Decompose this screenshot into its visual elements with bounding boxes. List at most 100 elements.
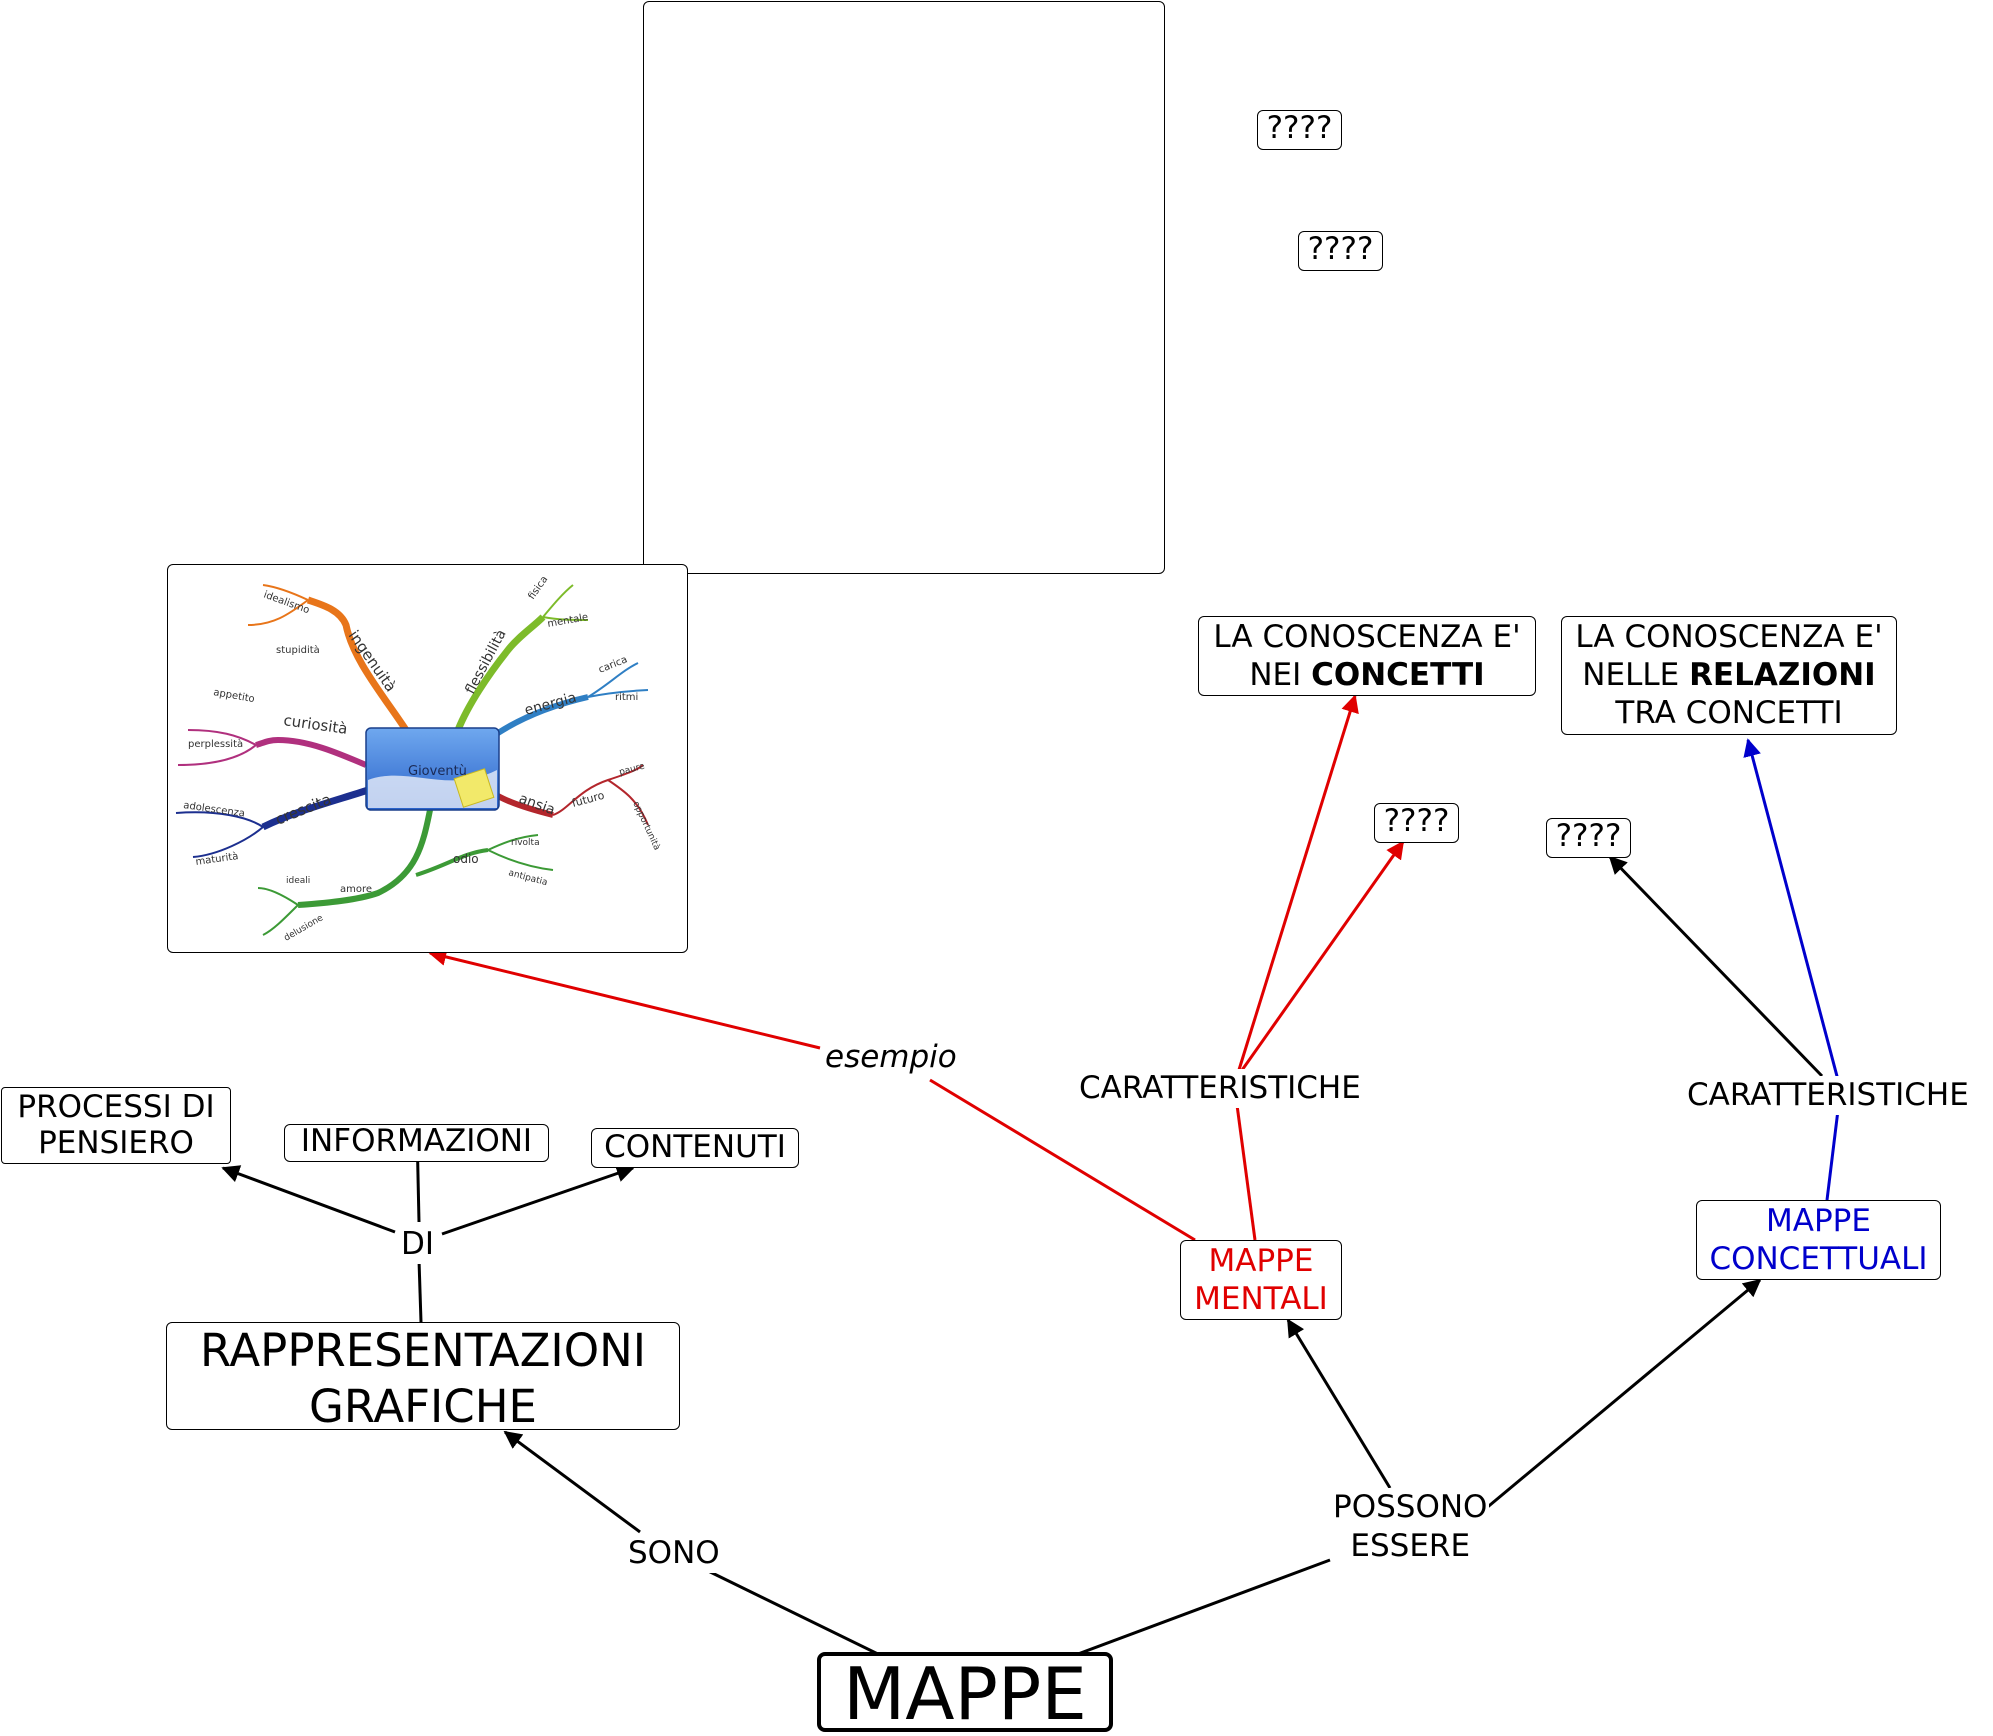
link-label-sono: SONO bbox=[626, 1534, 722, 1573]
node-mappe-mentali-line1: MAPPE bbox=[1208, 1243, 1314, 1279]
mindmap-illustration: Gioventù ingenuità idealismo stupidità c… bbox=[175, 574, 662, 944]
node-unknown-3-label: ???? bbox=[1383, 803, 1450, 839]
link-esempio-image bbox=[428, 948, 821, 1050]
mindmap-example-image: Gioventù ingenuità idealismo stupidità c… bbox=[167, 564, 688, 953]
link-caratteristiche-conoscenza-relazioni bbox=[1743, 738, 1840, 1081]
mindmap-label-crescita: crescita bbox=[273, 790, 334, 829]
link-caratteristiche-conoscenza-concetti bbox=[1236, 694, 1359, 1074]
node-conoscenza-relazioni-line1: LA CONOSCENZA E' bbox=[1575, 619, 1883, 655]
link-rappresentazioni-di bbox=[417, 1259, 423, 1323]
branch-energia-sub bbox=[587, 662, 649, 698]
node-unknown-1[interactable]: ???? bbox=[1257, 110, 1342, 150]
node-conoscenza-relazioni-bold: RELAZIONI bbox=[1689, 657, 1876, 693]
node-rappresentazioni-line2: GRAFICHE bbox=[309, 1380, 537, 1433]
branch-ingenuita bbox=[306, 596, 409, 732]
mindmap-label-amore: amore bbox=[340, 884, 372, 895]
link-mentali-caratteristiche bbox=[1235, 1104, 1257, 1241]
mindmap-label-antipatia: antipatia bbox=[507, 868, 548, 888]
node-unknown-4-label: ???? bbox=[1555, 818, 1622, 854]
node-processi-line1: PROCESSI DI bbox=[17, 1089, 215, 1125]
link-possono-concettuali bbox=[1477, 1278, 1762, 1517]
node-conoscenza-relazioni-pre: NELLE bbox=[1582, 657, 1690, 693]
link-label-caratteristiche-mentali: CARATTERISTICHE bbox=[1077, 1069, 1363, 1108]
branch-curiosita bbox=[255, 736, 368, 768]
node-contenuti[interactable]: CONTENUTI bbox=[591, 1128, 799, 1168]
mindmap-center-label: Gioventù bbox=[408, 764, 467, 779]
mindmap-label-ritmi: ritmi bbox=[615, 692, 638, 703]
node-unknown-2-label: ???? bbox=[1307, 231, 1374, 267]
branch-amore-sub bbox=[257, 887, 299, 936]
link-di-contenuti bbox=[441, 1164, 635, 1236]
branch-flessibilita bbox=[454, 614, 546, 732]
mindmap-label-appetito: appetito bbox=[212, 687, 255, 705]
node-unknown-4[interactable]: ???? bbox=[1546, 818, 1631, 858]
node-unknown-2[interactable]: ???? bbox=[1298, 231, 1383, 271]
branch-odio-sub bbox=[487, 834, 554, 871]
mindmap-label-fisica: fisica bbox=[526, 574, 550, 602]
node-mappe-label: MAPPE bbox=[843, 1652, 1087, 1736]
mindmap-label-maturita: maturità bbox=[195, 850, 239, 868]
node-mappe[interactable]: MAPPE bbox=[817, 1652, 1113, 1732]
link-label-di: DI bbox=[399, 1225, 437, 1264]
node-conoscenza-concetti-bold: CONCETTI bbox=[1311, 657, 1485, 693]
mindmap-label-odio: odio bbox=[453, 852, 479, 866]
mindmap-label-rivolta: rivolta bbox=[511, 838, 540, 848]
node-processi-di-pensiero[interactable]: PROCESSI DI PENSIERO bbox=[1, 1087, 231, 1164]
node-informazioni-label: INFORMAZIONI bbox=[300, 1123, 533, 1159]
node-conoscenza-relazioni-line2: NELLE RELAZIONI bbox=[1562, 656, 1896, 694]
mindmap-label-idealismo: idealismo bbox=[262, 589, 311, 616]
link-mappe-possono bbox=[1077, 1558, 1331, 1656]
branch-ingenuita-sub bbox=[247, 584, 309, 626]
node-mappe-mentali-line2: MENTALI bbox=[1194, 1281, 1328, 1317]
link-di-processi bbox=[221, 1165, 396, 1234]
branch-odio bbox=[415, 848, 489, 877]
node-contenuti-label: CONTENUTI bbox=[604, 1129, 786, 1165]
branch-energia bbox=[496, 694, 589, 736]
node-mappe-concettuali-line2: CONCETTUALI bbox=[1709, 1241, 1928, 1277]
branch-crescita bbox=[261, 786, 370, 831]
mindmap-label-opportunita: opportunità bbox=[630, 800, 661, 852]
node-unknown-1-label: ???? bbox=[1266, 110, 1333, 146]
branch-curiosita-sub bbox=[177, 729, 257, 766]
node-conoscenza-concetti-pre: NEI bbox=[1249, 657, 1312, 693]
node-rappresentazioni-line1: RAPPRESENTAZIONI bbox=[199, 1324, 647, 1377]
node-mappe-concettuali[interactable]: MAPPE CONCETTUALI bbox=[1696, 1200, 1941, 1280]
branch-ansia-sub bbox=[552, 764, 649, 826]
node-processi-line2: PENSIERO bbox=[38, 1125, 194, 1161]
node-conoscenza-relazioni[interactable]: LA CONOSCENZA E' NELLE RELAZIONI TRA CON… bbox=[1561, 616, 1897, 735]
node-conoscenza-concetti-line2: NEI CONCETTI bbox=[1199, 656, 1535, 694]
branch-amore bbox=[297, 809, 433, 908]
link-concettuali-caratteristiche bbox=[1825, 1109, 1840, 1201]
node-mappe-concettuali-line1: MAPPE bbox=[1766, 1203, 1871, 1239]
link-mappe-sono bbox=[699, 1565, 881, 1657]
link-caratteristiche-unknown4 bbox=[1608, 855, 1824, 1078]
link-sono-rappresentazioni bbox=[503, 1430, 641, 1534]
mindmap-label-mentale: mentale bbox=[547, 612, 590, 630]
mindmap-label-ideali: ideali bbox=[286, 876, 310, 886]
node-rappresentazioni-grafiche[interactable]: RAPPRESENTAZIONI GRAFICHE bbox=[166, 1322, 680, 1433]
link-label-caratteristiche-concettuali: CARATTERISTICHE bbox=[1685, 1076, 1971, 1115]
link-label-esempio: esempio bbox=[823, 1038, 959, 1077]
empty-image-frame bbox=[643, 1, 1165, 574]
node-conoscenza-relazioni-line3: TRA CONCETTI bbox=[1615, 695, 1843, 731]
node-conoscenza-concetti-line1: LA CONOSCENZA E' bbox=[1213, 619, 1521, 655]
mindmap-label-energia: energia bbox=[523, 690, 578, 719]
node-unknown-3[interactable]: ???? bbox=[1374, 803, 1459, 843]
mindmap-label-perplessita: perplessità bbox=[188, 738, 243, 750]
mindmap-label-futuro: futuro bbox=[570, 789, 606, 810]
mindmap-label-adolescenza: adolescenza bbox=[183, 800, 246, 820]
node-mappe-mentali[interactable]: MAPPE MENTALI bbox=[1180, 1240, 1342, 1320]
branch-crescita-sub bbox=[175, 811, 264, 858]
link-label-possono-essere: POSSONO ESSERE bbox=[1331, 1488, 1490, 1566]
mindmap-label-delusione: delusione bbox=[283, 913, 326, 944]
link-mentali-esempio bbox=[929, 1078, 1196, 1242]
sticky-note-icon bbox=[453, 768, 495, 808]
mindmap-label-ansia: ansia bbox=[517, 791, 557, 819]
mindmap-label-paure: paure bbox=[618, 761, 646, 778]
mindmap-label-curiosita: curiosità bbox=[282, 711, 348, 738]
node-informazioni[interactable]: INFORMAZIONI bbox=[284, 1124, 549, 1162]
node-conoscenza-concetti[interactable]: LA CONOSCENZA E' NEI CONCETTI bbox=[1198, 616, 1536, 696]
link-possono-mentali bbox=[1286, 1318, 1392, 1489]
link-caratteristiche-unknown3 bbox=[1238, 840, 1405, 1074]
